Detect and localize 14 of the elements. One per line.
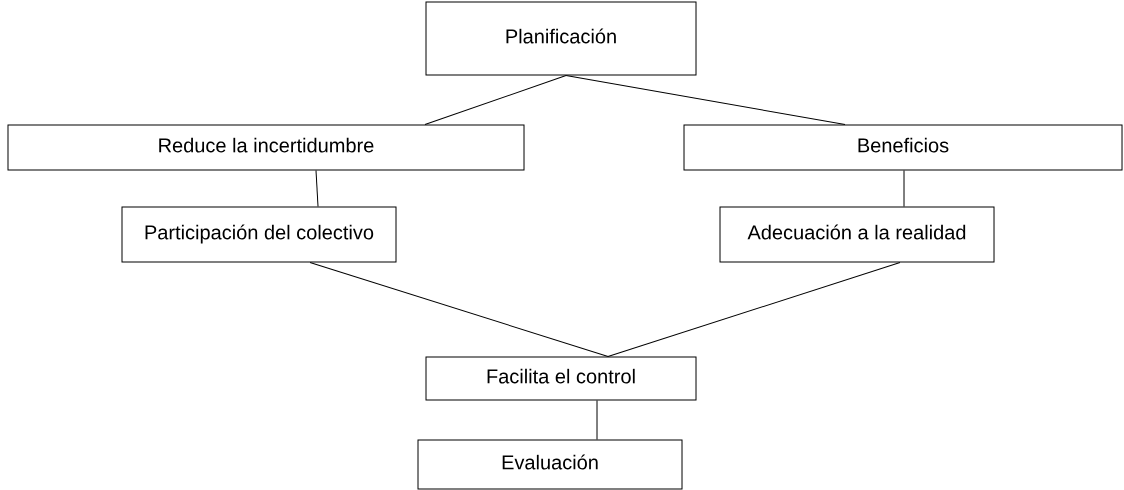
process-box: Facilita el control	[425, 356, 697, 401]
connector-line	[565, 75, 846, 125]
connector-line	[607, 262, 901, 357]
process-box: Adecuación a la realidad	[719, 206, 995, 263]
connector-line	[315, 170, 319, 207]
process-box: Beneficios	[683, 124, 1123, 171]
process-box: Evaluación	[417, 439, 683, 490]
process-box: Planificación	[425, 1, 697, 76]
connector-line	[424, 75, 567, 125]
process-box: Participación del colectivo	[121, 206, 397, 263]
process-box: Reduce la incertidumbre	[7, 124, 525, 171]
connector-line	[903, 170, 905, 207]
connector-line	[309, 262, 609, 357]
connector-line	[596, 400, 598, 440]
